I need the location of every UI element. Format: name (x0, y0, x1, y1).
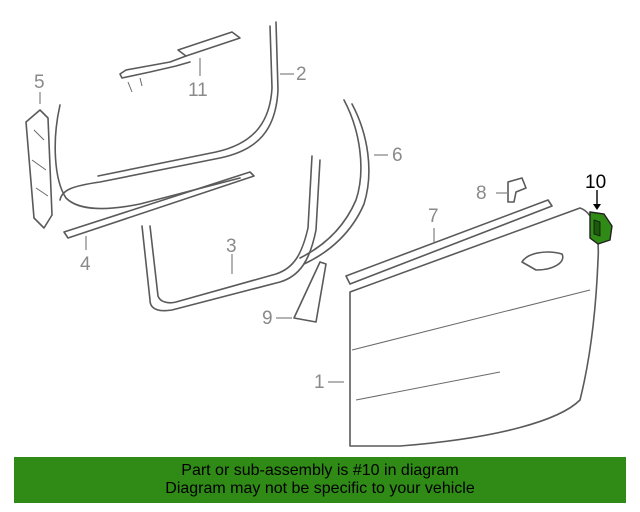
part-5-bracket (25, 109, 53, 229)
part-3-seal (141, 155, 321, 312)
part-9-patch (293, 261, 327, 323)
callout-label-6: 6 (392, 145, 403, 166)
callout-leaders (39, 58, 601, 383)
callout-label-4: 4 (80, 254, 91, 275)
part-4-weatherstrip (54, 104, 255, 239)
banner-line-1: Part or sub-assembly is #10 in diagram (181, 462, 459, 479)
callout-label-7: 7 (428, 206, 439, 227)
banner-line-2: Diagram may not be specific to your vehi… (165, 480, 475, 497)
part-6-channel (299, 99, 370, 265)
part-10-highlighted (589, 211, 613, 245)
part-11-module (119, 31, 241, 93)
part-2-seal (59, 21, 279, 201)
part-7-molding (345, 199, 553, 285)
callout-label-2: 2 (296, 64, 307, 85)
callout-label-3: 3 (226, 236, 237, 257)
callout-label-9: 9 (262, 308, 273, 329)
callout-label-8: 8 (476, 183, 487, 204)
callout-label-5: 5 (34, 72, 45, 93)
part-1-door-shell (349, 207, 600, 447)
info-banner: Part or sub-assembly is #10 in diagram D… (14, 457, 626, 503)
callout-label-10: 10 (585, 172, 606, 193)
callout-label-11: 11 (188, 80, 208, 101)
callout-label-1: 1 (314, 372, 325, 393)
part-8-bracket (507, 177, 527, 203)
